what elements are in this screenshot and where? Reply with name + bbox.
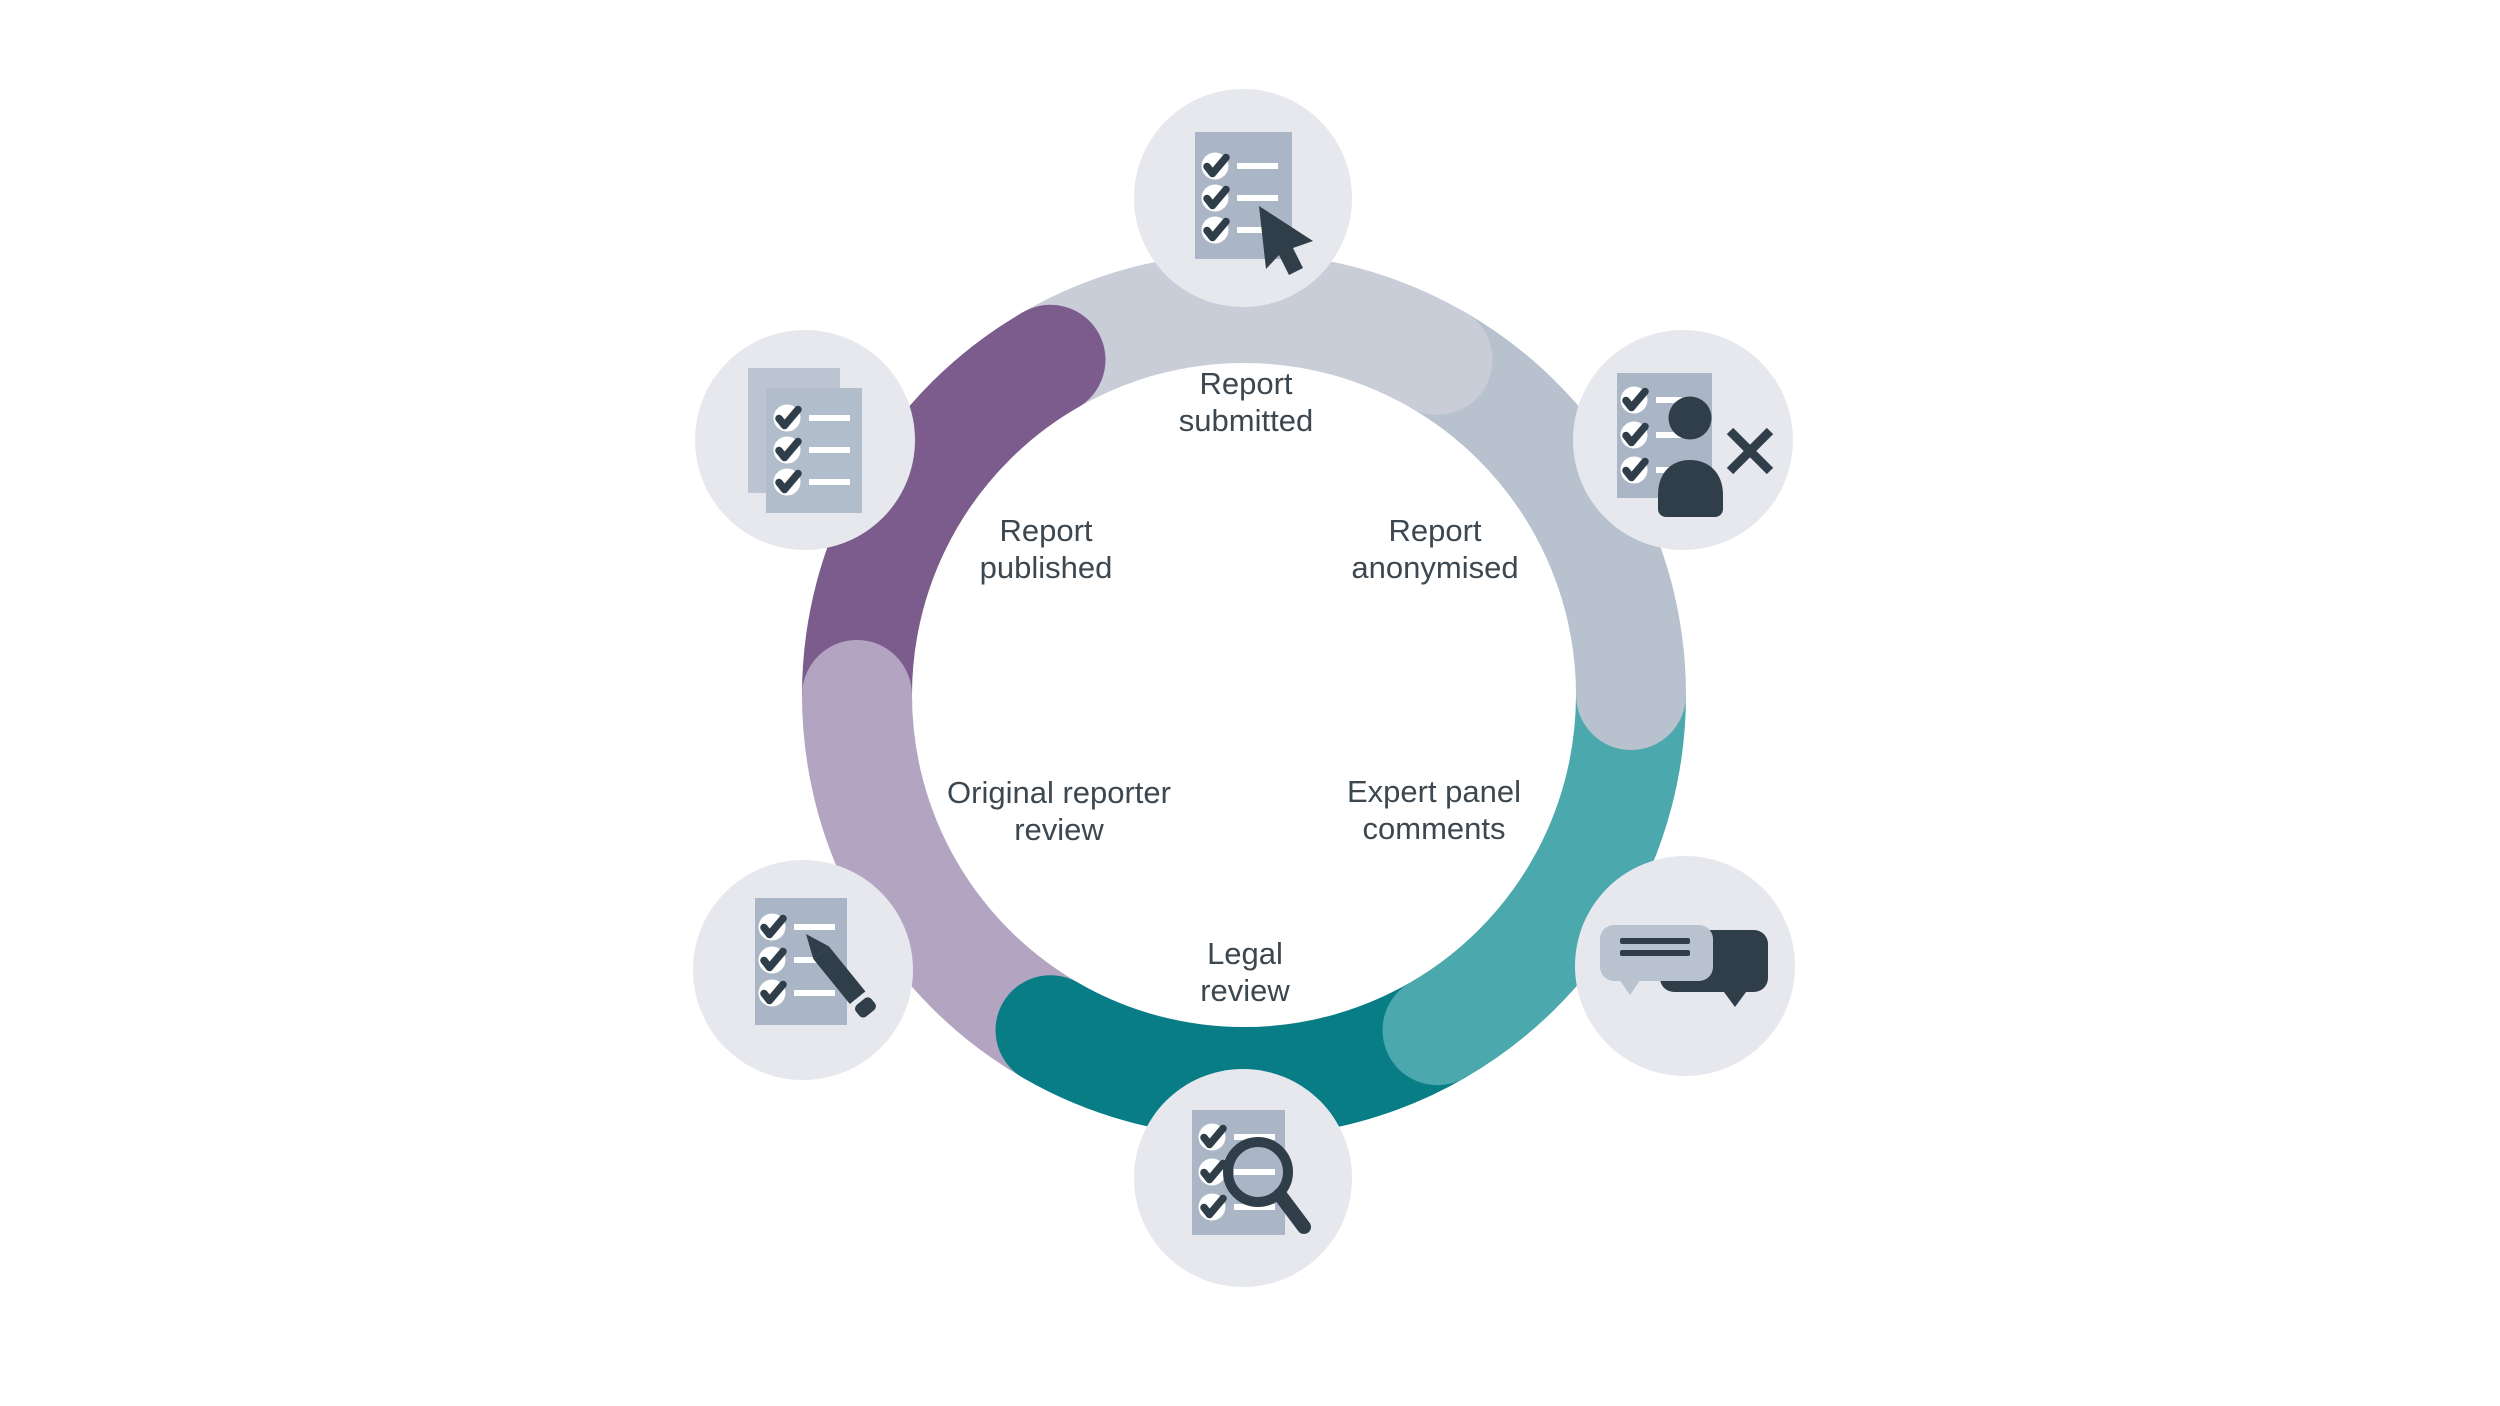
- bubble-text-line: [1620, 938, 1690, 944]
- speech-bubble-dark-tail: [1721, 988, 1749, 1007]
- x-icon: [1726, 427, 1774, 475]
- segment-cap-original-reporter-review: [802, 640, 912, 750]
- person-head: [1668, 396, 1712, 440]
- label-line: review: [1200, 973, 1290, 1008]
- pencil-tip: [806, 934, 829, 959]
- cursor-icon: [1259, 206, 1313, 275]
- label-line: Report: [1199, 366, 1293, 401]
- pencil-body: [813, 946, 866, 1005]
- segment-report-published: [802, 312, 1079, 696]
- segment-cap-report-anonymised: [1576, 640, 1686, 750]
- magnifier-lens: [1223, 1137, 1293, 1207]
- stage-label-original-reporter-review: Original reporter review: [947, 774, 1171, 848]
- speech-bubble-light-tail: [1617, 976, 1643, 995]
- label-line: anonymised: [1351, 550, 1519, 585]
- segment-cap-legal-review: [995, 975, 1106, 1086]
- label-line: Original reporter: [947, 775, 1171, 810]
- stage-icon-report-published: [695, 330, 915, 550]
- document-copies-icon: [748, 368, 862, 513]
- segment-cap-report-submitted: [1382, 304, 1493, 415]
- stage-icon-report-anonymised: [1573, 330, 1793, 550]
- stage-icon-report-submitted: [1134, 89, 1352, 307]
- checklist-cursor-icon: [1195, 132, 1313, 275]
- stage-label-report-submitted: Report submitted: [1179, 365, 1313, 439]
- document-pencil-icon: [755, 898, 876, 1025]
- label-line: Report: [999, 513, 1093, 548]
- cycle-ring: [802, 253, 1686, 1137]
- stage-icon-expert-panel-comments: [1575, 856, 1795, 1076]
- label-line: published: [979, 550, 1113, 585]
- stage-icon-original-reporter-review: [693, 860, 913, 1080]
- magnifier-handle: [1273, 1188, 1311, 1234]
- stage-label-expert-panel-comments: Expert panel comments: [1347, 773, 1521, 847]
- label-line: Legal: [1207, 936, 1283, 971]
- label-line: Report: [1388, 513, 1482, 548]
- stage-label-report-anonymised: Report anonymised: [1351, 512, 1518, 586]
- label-line: review: [1014, 812, 1104, 847]
- speech-bubbles-icon: [1600, 925, 1768, 1007]
- stage-label-report-published: Report published: [980, 512, 1113, 586]
- segment-cap-report-published: [995, 304, 1106, 415]
- segment-cap-expert-panel-comments: [1382, 975, 1493, 1086]
- pencil-end: [855, 997, 876, 1018]
- checklist-person-removed-icon: [1617, 373, 1774, 517]
- segment-original-reporter-review: [802, 694, 1079, 1078]
- label-line: comments: [1362, 811, 1506, 846]
- bubble-text-line: [1620, 950, 1690, 956]
- segment-report-anonymised: [1409, 312, 1686, 696]
- stage-label-legal-review: Legal review: [1200, 935, 1290, 1009]
- segment-report-submitted: [1023, 253, 1465, 408]
- label-line: submitted: [1178, 403, 1314, 438]
- document-magnifier-icon: [1192, 1110, 1311, 1235]
- person-body: [1658, 460, 1723, 517]
- pencil-icon: [806, 934, 876, 1018]
- label-line: Expert panel: [1346, 774, 1522, 809]
- segment-expert-panel-comments: [1409, 694, 1686, 1078]
- stage-icon-legal-review: [1134, 1069, 1352, 1287]
